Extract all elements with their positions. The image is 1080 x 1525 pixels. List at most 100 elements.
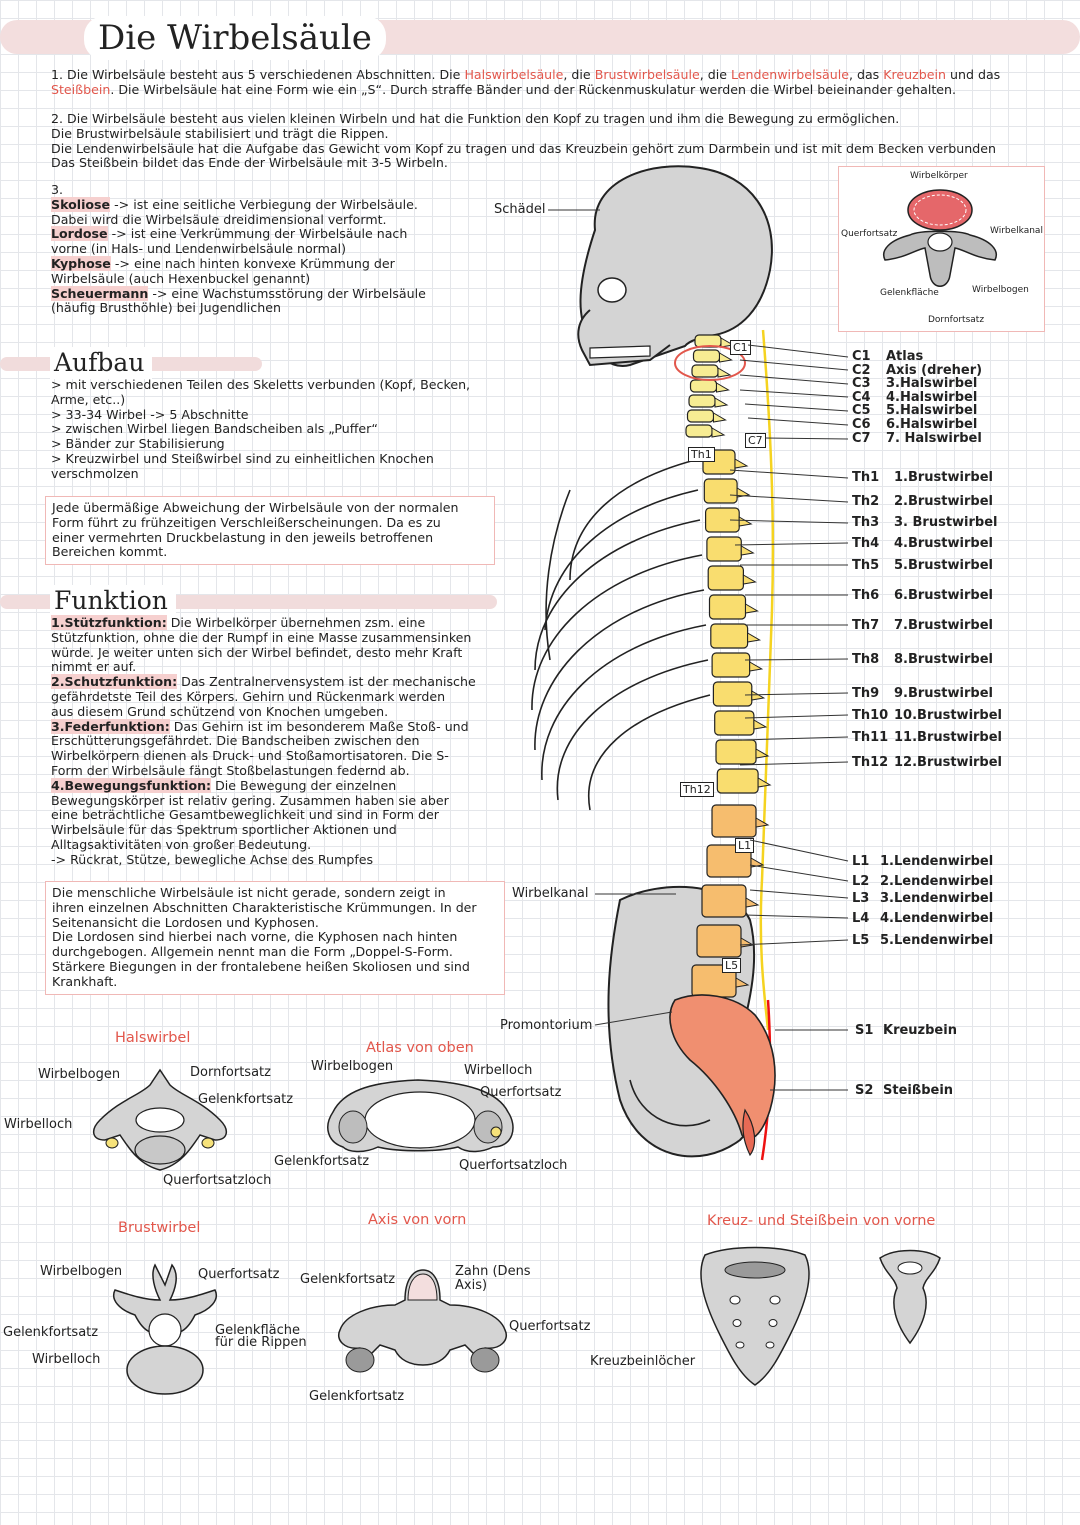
spinous-process: [716, 382, 730, 393]
funktion-note-box: Die menschliche Wirbelsäule ist nicht ge…: [45, 881, 505, 995]
section-3-number: 3.: [51, 182, 64, 197]
axis-label-gelenkfortsatz-bottom: Gelenkfortsatz: [309, 1389, 405, 1404]
intro-paragraph-2: 2. Die Wirbelsäule besteht aus vielen kl…: [51, 111, 996, 171]
spine: [685, 334, 772, 998]
thoracic-code: Th1: [852, 470, 880, 485]
brustwirbel-label-wirbelloch: Wirbelloch: [32, 1352, 101, 1367]
lumbar-code: L4: [852, 911, 870, 926]
inset-vertebral-canal: [927, 232, 953, 252]
halswirbel-wirbelloch: [135, 1107, 185, 1133]
sacrum: [669, 994, 776, 1140]
inset-vertebra-drawing: [883, 189, 997, 287]
lordose-text: -> ist eine Verkrümmung der Wirbelsäule …: [51, 226, 408, 257]
cervical-code: C1: [852, 349, 871, 364]
sacral-name: Kreuzbein: [883, 1023, 957, 1038]
lumbar-name: 4.Lendenwirbel: [880, 911, 994, 926]
brustwirbel-label-querfortsatz: Querfortsatz: [198, 1267, 280, 1282]
tag-l1: L1: [735, 838, 755, 853]
term-stuetzfunktion: 1.Stützfunktion:: [51, 615, 167, 630]
spinous-process: [745, 603, 759, 614]
tag-c1: C1: [730, 340, 751, 355]
halswirbel-label-querfortsatzloch: Querfortsatzloch: [163, 1173, 272, 1188]
inset-vertebral-arch: [883, 230, 997, 287]
brustwirbel-drawing: [113, 1263, 217, 1395]
lumbar-name: 2.Lendenwirbel: [880, 874, 994, 889]
thoracic-name: 5.Brustwirbel: [894, 558, 993, 573]
sacral-code: S2: [855, 1083, 874, 1098]
term-kreuzbein: Kreuzbein: [883, 67, 946, 82]
spinal-cord: [759, 329, 775, 1031]
thoracic-code: Th6: [852, 588, 880, 603]
cervical-code: C7: [852, 430, 871, 446]
spinous-process: [745, 897, 760, 908]
skeleton-illustration: [531, 165, 776, 1161]
atlas-label-gelenkfortsatz: Gelenkfortsatz: [274, 1154, 370, 1169]
atlas-wirbelloch: [364, 1091, 476, 1149]
term-skoliose: Skoliose: [51, 196, 111, 212]
aufbau-note-box: Jede übermäßige Abweichung der Wirbelsäu…: [45, 496, 495, 566]
lumbar-name: 3.Lendenwirbel: [880, 891, 994, 906]
term-halswirbelsaeule: Halswirbelsäule: [464, 67, 564, 82]
axis-heading: Axis von vorn: [368, 1212, 467, 1228]
term-federfunktion: 3.Federfunktion:: [51, 718, 170, 734]
ribcage: [531, 459, 711, 811]
thoracic-name: 11.Brustwirbel: [894, 730, 1003, 745]
spinous-process: [740, 545, 755, 556]
cervical-name: 3.Halswirbel: [886, 376, 978, 392]
axis-label-querfortsatz: Querfortsatz: [509, 1319, 591, 1334]
section-3: 3. Skoliose -> ist eine seitliche Verbie…: [51, 182, 491, 316]
intro-p1-sep1: , die: [563, 67, 595, 82]
spinous-process: [713, 412, 727, 423]
cervical-name: 6.Halswirbel: [886, 417, 978, 432]
funktion-text: 1.Stützfunktion: Die Wirbelkörper überne…: [51, 615, 511, 868]
label-wirbelkanal: Wirbelkanal: [512, 886, 589, 901]
thoracic-row: Th7 7.Brustwirbel: [852, 618, 993, 633]
inset-label-querfortsatz: Querfortsatz: [841, 229, 898, 239]
page-title: Die Wirbelsäule: [84, 16, 386, 60]
halswirbel-heading: Halswirbel: [115, 1030, 191, 1046]
tag-l5: L5: [722, 958, 742, 973]
thoracic-name: 12.Brustwirbel: [894, 755, 1003, 770]
spinous-process: [749, 661, 764, 672]
thoracic-name: 7.Brustwirbel: [894, 618, 993, 633]
spinous-process: [747, 632, 762, 643]
scheuermann-text: -> eine Wachstumsstörung der Wirbelsäule…: [51, 285, 426, 316]
cervical-name: Axis (dreher): [886, 362, 983, 378]
intro-p1-prefix: 1. Die Wirbelsäule besteht aus 5 verschi…: [51, 67, 465, 82]
halswirbel-label-wirbelloch: Wirbelloch: [4, 1117, 73, 1132]
schutzfunktion-text: Das Zentralnervensystem ist der mechanis…: [51, 674, 476, 719]
scapula: [545, 489, 571, 661]
coccyx: [742, 1108, 756, 1157]
spinous-process: [753, 719, 768, 730]
intro-p1-sep3: , das: [848, 67, 884, 82]
thoracic-code: Th8: [852, 652, 880, 667]
atlas-drawing: [327, 1079, 514, 1153]
term-lendenwirbelsaeule: Lendenwirbelsäule: [730, 67, 849, 82]
term-brustwirbelsaeule: Brustwirbelsäule: [594, 67, 700, 82]
label-schaedel: Schädel: [494, 202, 546, 217]
brustwirbel-heading: Brustwirbel: [118, 1220, 201, 1236]
teeth: [589, 345, 651, 359]
inset-label-wirbelbogen: Wirbelbogen: [972, 285, 1029, 295]
halswirbel-drawing: [93, 1068, 227, 1171]
term-schutzfunktion: 2.Schutzfunktion:: [51, 674, 178, 690]
atlas-label-wirbelloch: Wirbelloch: [464, 1063, 533, 1078]
thoracic-code: Th7: [852, 618, 880, 633]
spinous-process: [755, 817, 770, 828]
intro-p1-sep2: , die: [699, 67, 731, 82]
atlas-highlight-circle: [674, 345, 746, 381]
